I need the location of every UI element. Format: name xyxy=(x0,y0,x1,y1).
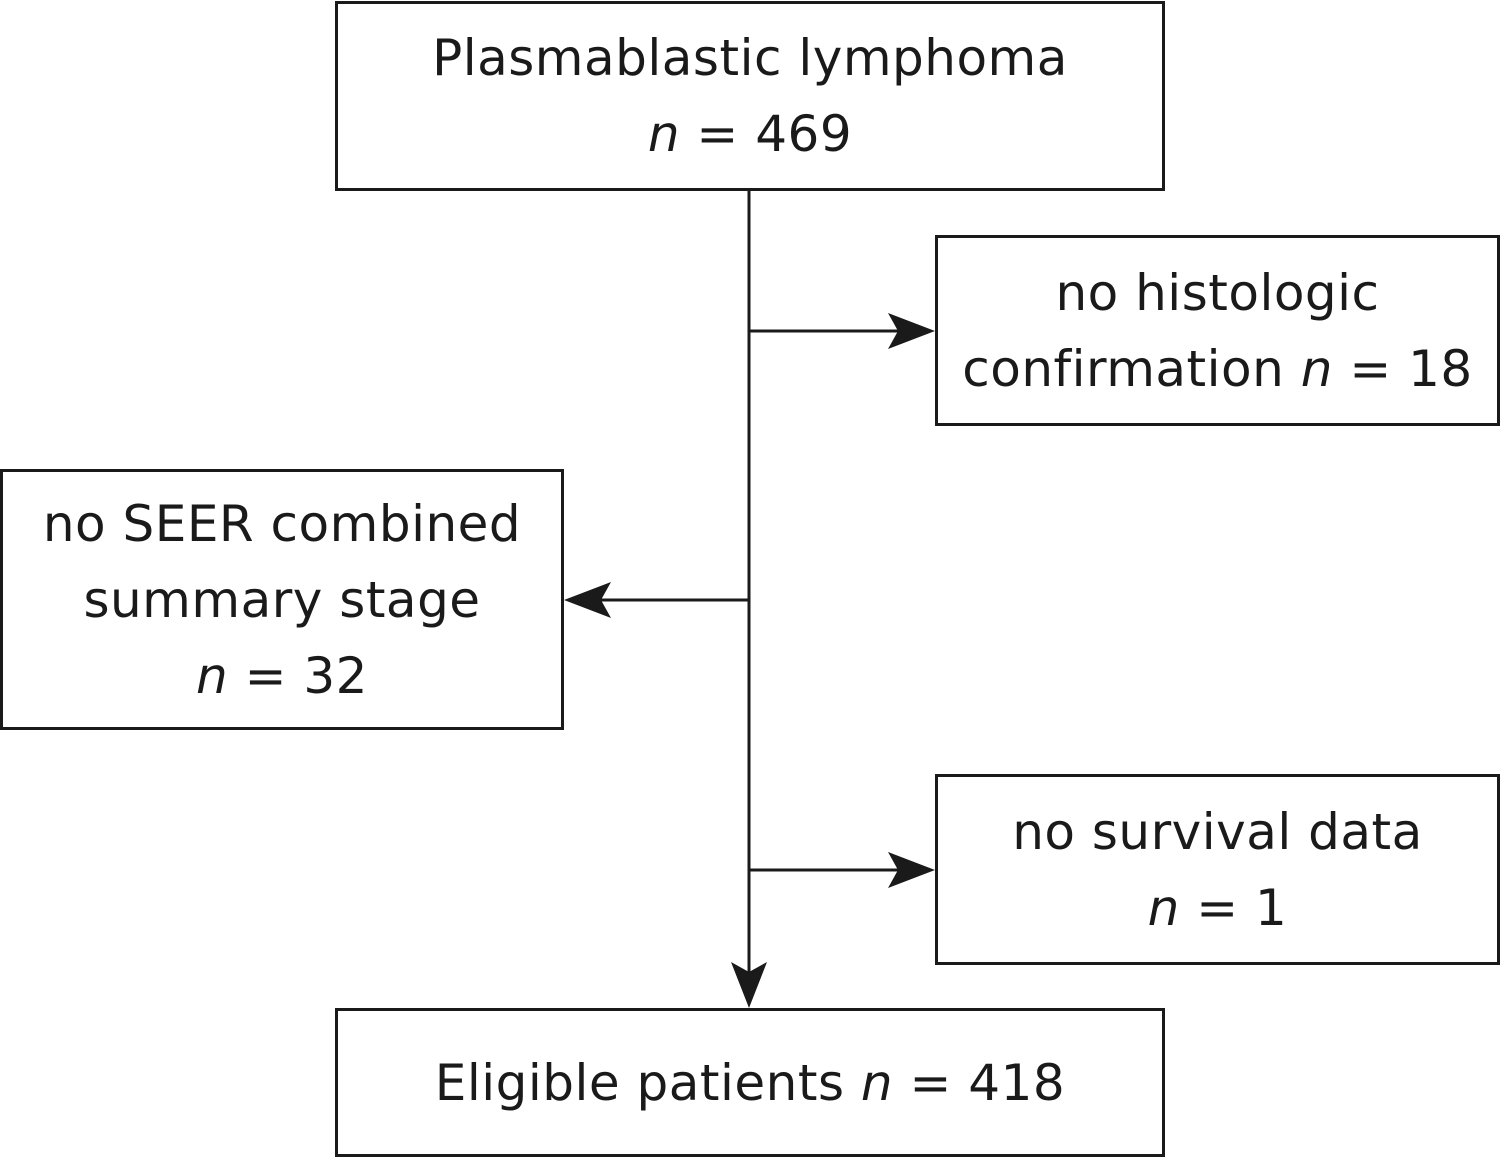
box-no-survival-data: no survival data n = 1 xyxy=(935,774,1500,965)
count-value: = 32 xyxy=(228,646,368,705)
arrowhead-left-seer xyxy=(564,582,611,618)
n-symbol: n xyxy=(1147,878,1180,937)
box-title: Eligible patients xyxy=(434,1053,861,1112)
box-no-seer-stage: no SEER combined summary stage n = 32 xyxy=(0,469,564,730)
box-line-2-text: confirmation xyxy=(962,339,1301,398)
n-symbol: n xyxy=(647,105,681,163)
n-symbol: n xyxy=(195,646,229,705)
arrowhead-right-survival xyxy=(888,852,935,888)
count-line: n = 32 xyxy=(196,638,368,714)
count-line: n = 469 xyxy=(648,96,852,172)
box-no-histologic-confirmation: no histologic confirmation n = 18 xyxy=(935,235,1500,426)
box-line-2: summary stage xyxy=(83,570,481,629)
box-line-1: no survival data xyxy=(1012,802,1423,861)
count-value: = 418 xyxy=(893,1053,1066,1112)
arrowhead-down xyxy=(731,962,767,1008)
n-symbol: n xyxy=(860,1053,894,1112)
box-title: Plasmablastic lymphoma xyxy=(432,29,1068,87)
box-line-2: confirmation n = 18 xyxy=(962,331,1472,407)
count-value: = 18 xyxy=(1332,339,1473,398)
box-plasmablastic-lymphoma: Plasmablastic lymphoma n = 469 xyxy=(335,1,1165,191)
box-line-1: no SEER combined xyxy=(42,494,522,553)
box-line-1: no histologic xyxy=(1055,263,1380,322)
box-eligible-patients: Eligible patients n = 418 xyxy=(335,1008,1165,1157)
n-symbol: n xyxy=(1300,339,1333,398)
arrowhead-right-histologic xyxy=(888,313,935,349)
count-line: Eligible patients n = 418 xyxy=(435,1045,1066,1121)
count-value: = 469 xyxy=(680,105,853,163)
count-line: n = 1 xyxy=(1148,870,1288,946)
count-value: = 1 xyxy=(1179,878,1288,937)
